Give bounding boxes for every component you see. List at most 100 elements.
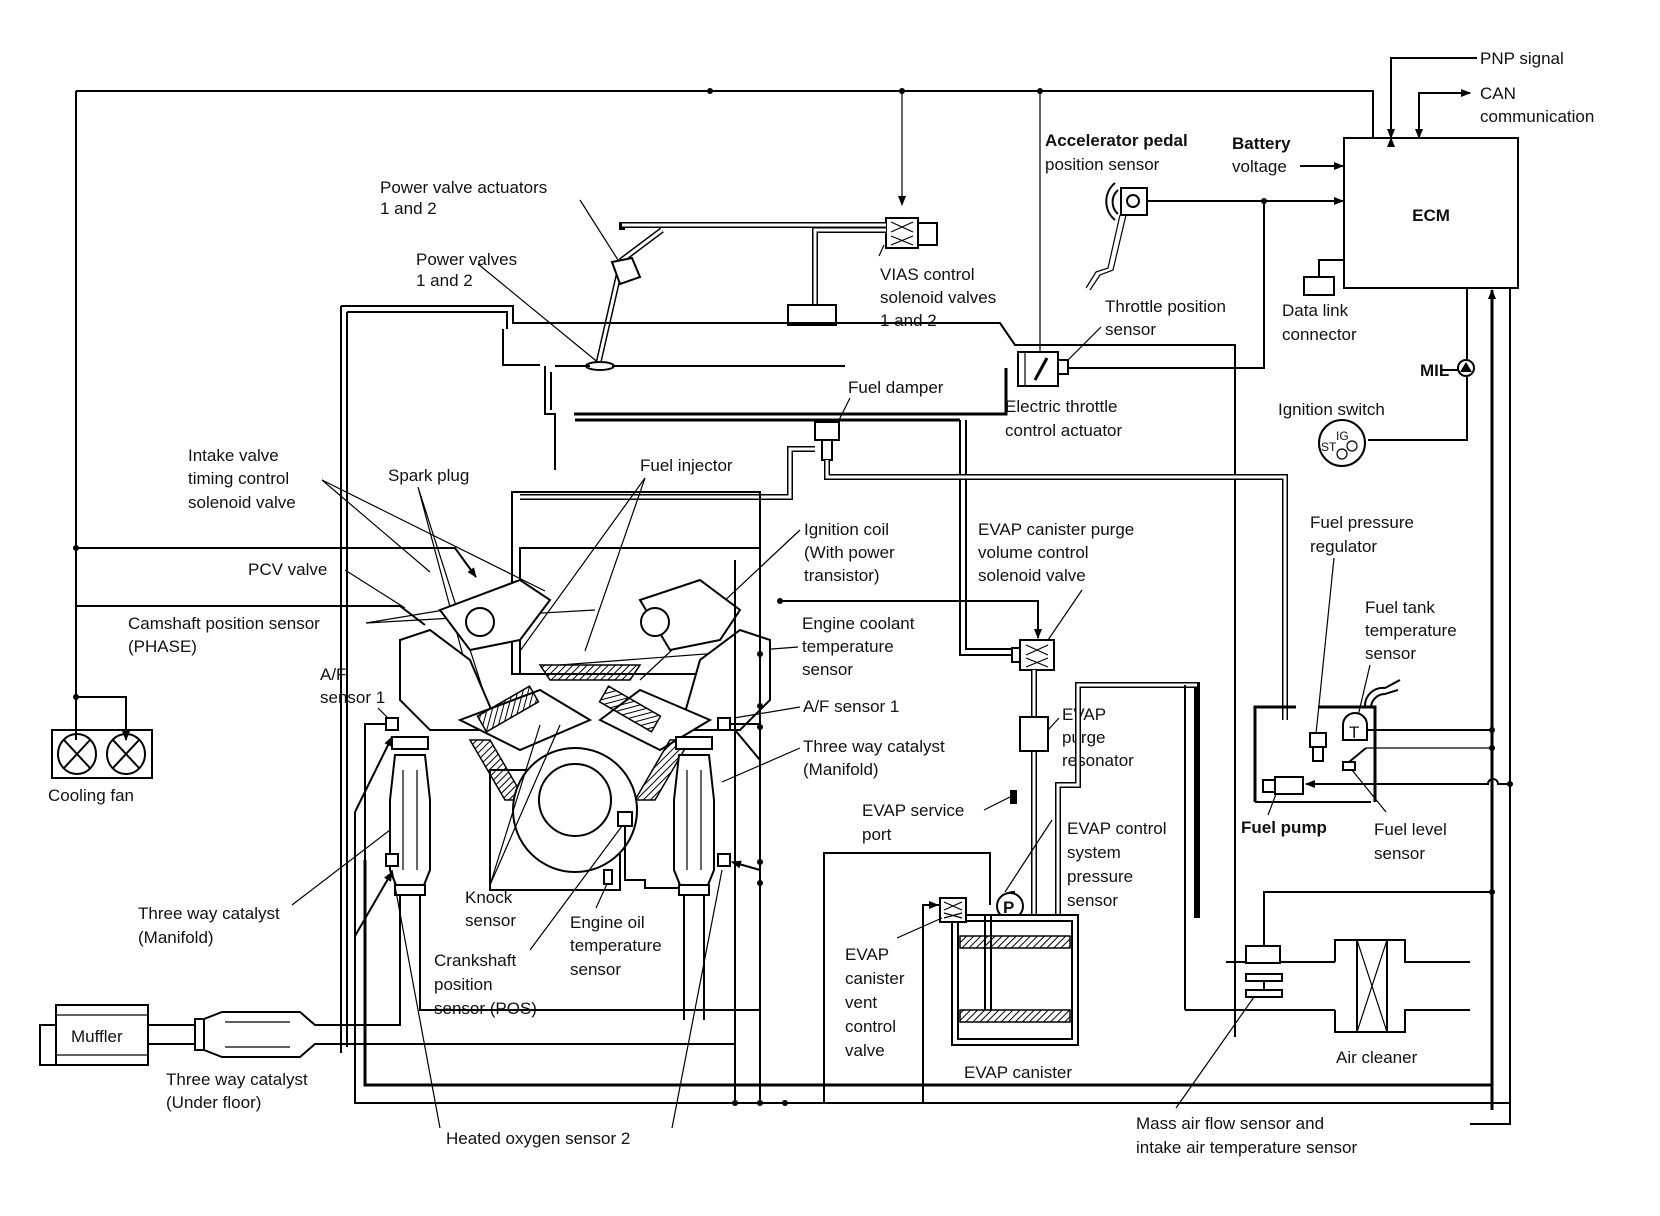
leader-line [1351,769,1387,813]
camshaft-wire [76,605,426,626]
fuel-tank-temp-label-line1: Fuel tank [1365,598,1435,617]
fuel-damper-icon [814,421,840,461]
ecm-box [1343,137,1519,289]
leader-line [983,796,1011,811]
evap-resonator-label-line1: EVAP [1062,705,1106,724]
coolant-temp-label-line2: temperature [802,637,894,656]
evap-purge-label-line2: volume control [978,543,1089,562]
spark-plug-label: Spark plug [388,466,469,485]
electric-throttle-actuator-icon [1017,351,1069,387]
junction [707,88,713,94]
evap-purge-resonator-icon [1019,716,1049,752]
af-sensor-left-wire [364,723,386,860]
leader-line [489,724,561,886]
evap-vent-label-line3: vent [845,993,877,1012]
knock-sensor-label-line2: sensor [465,911,516,930]
evap-canister-icon [951,914,1079,1046]
maf-wire [1263,891,1492,946]
maf-label-line2: intake air temperature sensor [1136,1138,1357,1157]
battery-label-line2: voltage [1232,157,1287,176]
ignition-switch-label: Ignition switch [1278,400,1385,419]
power-valve-actuators-label-line2: 1 and 2 [380,199,437,218]
evap-vent-label-line4: control [845,1017,896,1036]
evap-service-label-line1: EVAP service [862,801,964,820]
fuel-pressure-regulator-label-line2: regulator [1310,537,1377,556]
throttle-position-label-line1: Throttle position [1105,297,1226,316]
ho2s2-label: Heated oxygen sensor 2 [446,1129,630,1148]
crankshaft-label-line2: position [434,975,493,994]
intake-valve-label-line3: solenoid valve [188,493,296,512]
camshaft-label-line2: (PHASE) [128,637,197,656]
fuel-pump-icon [1262,776,1304,795]
fuel-tank-temp-label-line3: sensor [1365,644,1416,663]
intake-valve-label-line2: timing control [188,469,289,488]
leader-line [1067,326,1102,361]
leader-line [1047,589,1083,641]
ho2s2-left-icon [385,853,399,867]
junction [1507,781,1513,787]
svg-text:P: P [1003,898,1014,917]
ho2s2-left-heater-wire [354,871,393,937]
svg-text:T: T [1349,723,1359,742]
fuel-level-float-arm [1348,747,1367,763]
leader-line [837,397,851,423]
ecm-block: ECM [1343,137,1519,289]
evap-purge-label-line1: EVAP canister purge [978,520,1134,539]
underfloor-catalyst-icon [148,1000,735,1058]
oil-temp-label-line1: Engine oil [570,913,645,932]
af-sensor-left-label-line2: sensor 1 [320,688,385,707]
evap-service-port-icon [1010,790,1017,804]
svg-text:Muffler: Muffler [71,1027,123,1046]
catalyst-right-icon [673,736,715,1020]
electric-throttle-label-line2: control actuator [1005,421,1123,440]
catalyst-left-icon [389,736,431,1000]
af-sensor-left-heater-wire [354,736,393,813]
ho2s2-right-heater-wire [731,860,761,871]
evap-resonator-label-line3: resonator [1062,751,1134,770]
twc-underfloor-label-line1: Three way catalyst [166,1070,308,1089]
ignition-coil-label-line1: Ignition coil [804,520,889,539]
leader-line [878,244,885,257]
evap-resonator-label-line2: purge [1062,728,1105,747]
battery-label-line1: Battery [1232,134,1291,153]
oil-temp-label-line3: sensor [570,960,621,979]
coolant-temp-label-line3: sensor [802,660,853,679]
leader-line [477,263,601,365]
af-sensor-left-label-line1: A/F [320,665,346,684]
vias-label-line3: 1 and 2 [880,311,937,330]
power-valve-actuators-label-line1: Power valve actuators [380,178,547,197]
ecm-label: ECM [1412,206,1450,225]
ignition-switch-wire [1368,376,1468,441]
throttle-position-label-line2: sensor [1105,320,1156,339]
can-wire [1418,89,1471,138]
evap-vent-label-line5: valve [845,1041,885,1060]
fuel-level-sensor-icon [1342,761,1356,771]
evap-purge-solenoid-icon [1011,639,1055,671]
air-cleaner-icon [1356,939,1388,1033]
leader-line [291,829,391,906]
leader-line [344,569,406,609]
evap-service-label-line2: port [862,825,892,844]
bottom-bus-wire [363,860,1492,1087]
af-sensor-right-icon [717,717,731,731]
evap-pressure-label-line3: pressure [1067,867,1133,886]
fuel-pump-label: Fuel pump [1241,818,1327,837]
mil-lamp-icon [1457,359,1475,377]
af-sensor-left-icon [385,717,399,731]
pcv-valve-label: PCV valve [248,560,327,579]
evap-purge-label-line3: solenoid valve [978,566,1086,585]
junction [1489,745,1495,751]
fuel-tank-temp-label-line2: temperature [1365,621,1457,640]
ho2s2-right-icon [717,853,731,867]
vias-solenoid-valve-icon [885,217,938,249]
twc-right-label-line1: Three way catalyst [803,737,945,756]
fuel-pressure-regulator-label-line1: Fuel pressure [1310,513,1414,532]
cooling-fan-feed-wire [75,697,126,740]
evap-pressure-label-line4: sensor [1067,891,1118,910]
intake-valve-timing-wire [76,547,477,578]
fuel-pump-wire [1310,778,1510,785]
vias-vacuum-hose [812,227,886,313]
leader-line [1267,793,1277,816]
evap-pressure-label-line1: EVAP control [1067,819,1167,838]
leader-line [595,883,608,909]
